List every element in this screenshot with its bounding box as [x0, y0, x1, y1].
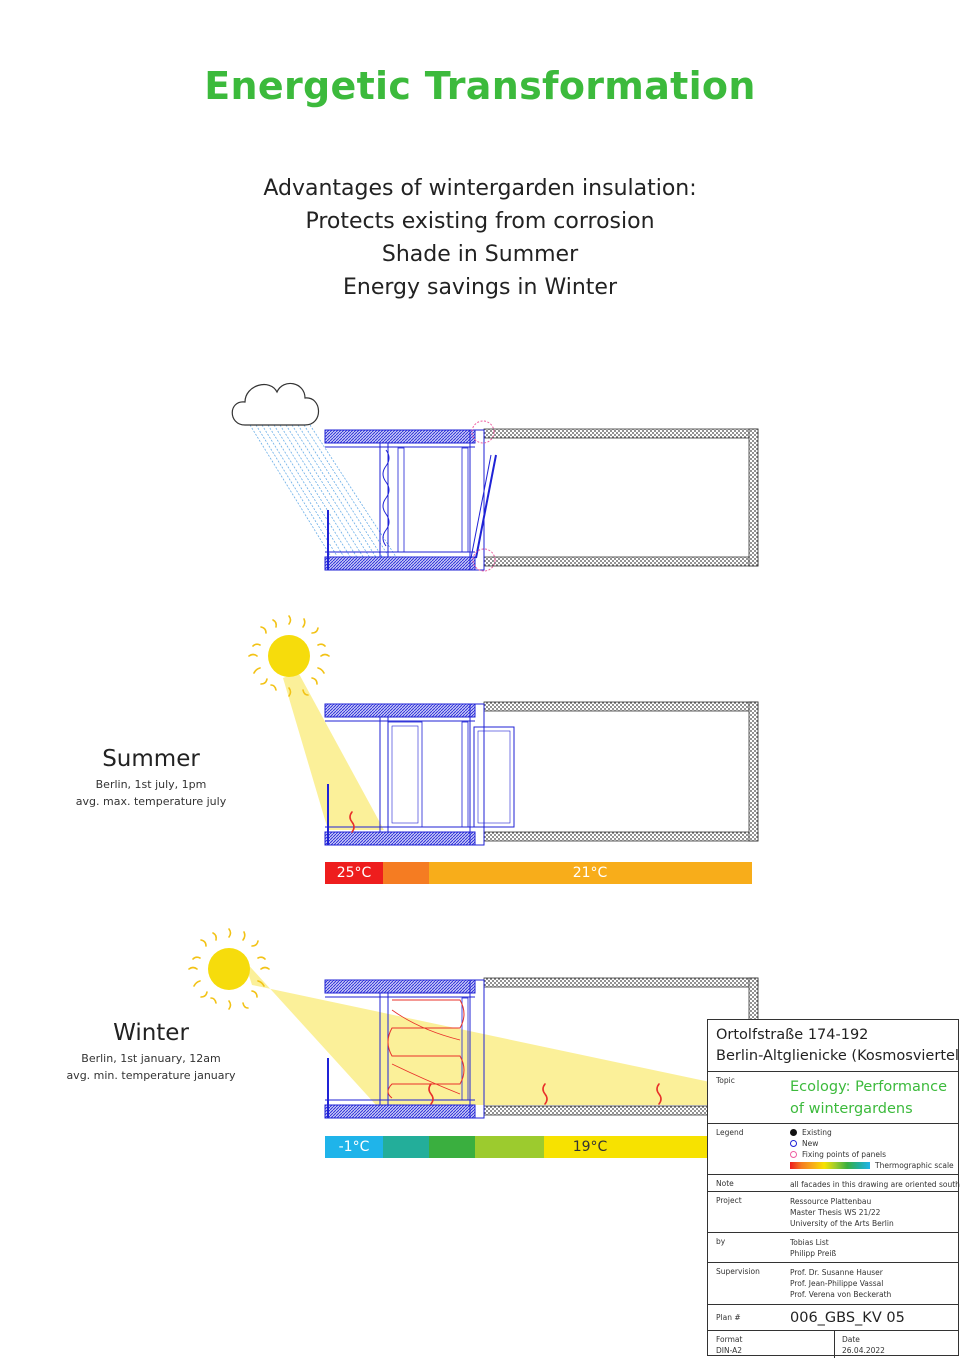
- topic-label: Topic: [716, 1076, 735, 1085]
- topic-line: of wintergardens: [790, 1101, 913, 1117]
- supervision-value: Prof. Dr. Susanne Hauser Prof. Jean-Phil…: [790, 1267, 891, 1300]
- topic-line: Ecology: Performance: [790, 1079, 948, 1095]
- legend-scale: Thermographic scale: [790, 1160, 954, 1171]
- note-label: Note: [716, 1179, 734, 1188]
- sun-icon: [188, 928, 270, 1010]
- advantage-item: Protects existing from corrosion: [305, 209, 655, 234]
- tb-topic: Topic Ecology: Performance of wintergard…: [708, 1071, 958, 1123]
- cloud-icon: [231, 382, 320, 426]
- fixing-dot-icon: [790, 1151, 797, 1158]
- advantage-item: Shade in Summer: [381, 242, 579, 267]
- advantages-heading: Advantages of wintergarden insulation:: [263, 176, 697, 201]
- wintergarden-structure: [324, 429, 497, 571]
- plan-number: 006_GBS_KV 05: [790, 1310, 905, 1326]
- fixing-point-marker: [471, 420, 495, 444]
- advantage-item: Energy savings in Winter: [342, 275, 618, 300]
- tb-legend: Legend Existing New Fixing points of pan…: [708, 1123, 958, 1174]
- tb-format-date: Format DIN-A2 Date 26.04.2022: [708, 1330, 958, 1358]
- sun-icon: [248, 615, 330, 697]
- winter-label: Winter: [113, 1020, 189, 1046]
- summer-caption-line: Berlin, 1st july, 1pm: [95, 778, 207, 791]
- legend-list: Existing New Fixing points of panels The…: [790, 1127, 954, 1171]
- tb-note: Note all facades in this drawing are ori…: [708, 1174, 960, 1191]
- wintergarden-structure: [324, 979, 485, 1119]
- thermo-scale-icon: [790, 1162, 870, 1169]
- project-line: Ressource Plattenbau: [790, 1197, 872, 1206]
- legend-text: Existing: [802, 1128, 832, 1137]
- format-label: Format: [716, 1335, 743, 1344]
- format-divider: [834, 1331, 835, 1358]
- winter-section: [188, 928, 759, 1119]
- winter-caption-line: avg. min. temperature january: [66, 1069, 236, 1082]
- existing-building: [483, 701, 759, 842]
- summer-section: [248, 615, 759, 846]
- legend-fixing: Fixing points of panels: [790, 1149, 954, 1160]
- summer-scale-left-label: 25°C: [336, 865, 372, 881]
- thermal-curtain: [387, 999, 465, 1099]
- address-line: Ortolfstraße 174-192 Berlin-Altglienicke…: [716, 1025, 960, 1067]
- rain-lines: [249, 424, 401, 564]
- supervisor-name: Prof. Jean-Philippe Vassal: [790, 1279, 884, 1288]
- date-value: 26.04.2022: [842, 1346, 885, 1355]
- tb-supervision: Supervision Prof. Dr. Susanne Hauser Pro…: [708, 1262, 958, 1304]
- tb-by: by Tobias List Philipp Preiß: [708, 1232, 958, 1262]
- title-block: Ortolfstraße 174-192 Berlin-Altglienicke…: [707, 1019, 960, 1358]
- project-value: Ressource Plattenbau Master Thesis WS 21…: [790, 1196, 894, 1229]
- author-name: Philipp Preiß: [790, 1249, 837, 1258]
- tb-address: Ortolfstraße 174-192 Berlin-Altglienicke…: [708, 1020, 960, 1071]
- winter-caption: Berlin, 1st january, 12am avg. min. temp…: [36, 1050, 266, 1084]
- by-value: Tobias List Philipp Preiß: [790, 1237, 836, 1259]
- winter-thermo-scale: [325, 1136, 710, 1158]
- rain-section: [231, 382, 759, 572]
- plan-label: Plan #: [716, 1313, 741, 1322]
- supervision-label: Supervision: [716, 1267, 760, 1276]
- address-street: Ortolfstraße 174-192: [716, 1027, 869, 1043]
- date-label: Date: [842, 1335, 860, 1344]
- legend-new: New: [790, 1138, 954, 1149]
- wintergarden-structure: [324, 703, 515, 846]
- tb-project: Project Ressource Plattenbau Master Thes…: [708, 1191, 958, 1232]
- existing-building: [483, 428, 759, 567]
- winter-scale-left-label: -1°C: [338, 1139, 370, 1155]
- summer-thermo-scale: [325, 862, 752, 884]
- date-cell: Date 26.04.2022: [842, 1335, 885, 1355]
- heat-icon: [656, 1083, 662, 1105]
- summer-caption-line: avg. max. temperature july: [75, 795, 227, 808]
- legend-text: Thermographic scale: [875, 1161, 954, 1170]
- page-title: Energetic Transformation: [204, 64, 756, 108]
- topic-value: Ecology: Performance of wintergardens: [790, 1076, 947, 1120]
- format-value: DIN-A2: [716, 1346, 743, 1355]
- fixing-point-marker: [472, 548, 496, 572]
- existing-dot-icon: [790, 1129, 797, 1136]
- heat-icon: [349, 811, 355, 833]
- summer-caption: Berlin, 1st july, 1pm avg. max. temperat…: [36, 776, 266, 810]
- supervisor-name: Prof. Dr. Susanne Hauser: [790, 1268, 883, 1277]
- new-dot-icon: [790, 1140, 797, 1147]
- tb-plan: Plan # 006_GBS_KV 05: [708, 1304, 958, 1330]
- project-line: University of the Arts Berlin: [790, 1219, 894, 1228]
- sun-ray-beam: [244, 960, 710, 1105]
- by-label: by: [716, 1237, 726, 1246]
- winter-caption-line: Berlin, 1st january, 12am: [81, 1052, 221, 1065]
- project-line: Master Thesis WS 21/22: [790, 1208, 881, 1217]
- legend-label: Legend: [716, 1128, 744, 1137]
- legend-text: Fixing points of panels: [802, 1150, 887, 1159]
- legend-existing: Existing: [790, 1127, 954, 1138]
- supervisor-name: Prof. Verena von Beckerath: [790, 1290, 892, 1299]
- advantages-list: Advantages of wintergarden insulation: P…: [0, 172, 960, 304]
- sun-ray-beam: [283, 672, 384, 830]
- note-value: all facades in this drawing are oriented…: [790, 1180, 960, 1189]
- legend-text: New: [802, 1139, 819, 1148]
- heat-icon: [542, 1083, 548, 1105]
- winter-scale-right-label: 19°C: [572, 1139, 608, 1155]
- summer-label: Summer: [102, 746, 200, 772]
- project-label: Project: [716, 1196, 742, 1205]
- heat-icon: [428, 1083, 434, 1105]
- address-district: Berlin-Altglienicke (Kosmosviertel): [716, 1048, 960, 1064]
- author-name: Tobias List: [790, 1238, 829, 1247]
- format-cell: Format DIN-A2: [716, 1335, 742, 1355]
- summer-scale-right-label: 21°C: [572, 865, 608, 881]
